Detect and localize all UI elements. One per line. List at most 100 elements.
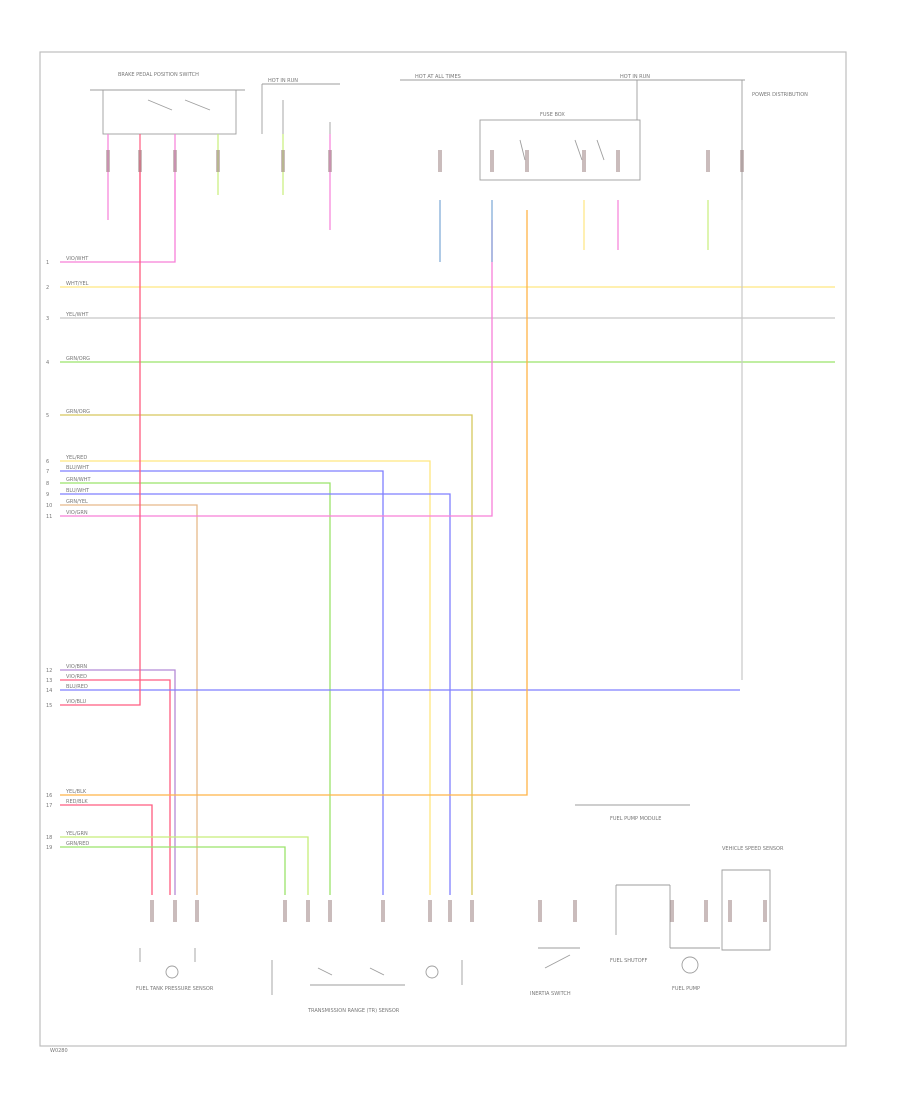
wire-label: WHT/YEL: [66, 281, 89, 287]
wire-number: 13: [46, 678, 52, 684]
brake-switch-label: BRAKE PEDAL POSITION SWITCH: [118, 72, 199, 78]
footer-code: W0280: [50, 1048, 68, 1054]
connector-pin: [470, 900, 474, 922]
connector-pin: [216, 150, 220, 172]
connector-pin: [381, 900, 385, 922]
wire-number: 4: [46, 360, 49, 366]
wire-number: 12: [46, 668, 52, 674]
wire-label: VIO/WHT: [66, 256, 89, 262]
wire-number: 17: [46, 803, 52, 809]
wire-label: GRN/WHT: [66, 477, 91, 483]
wire-label: VIO/GRN: [66, 510, 88, 516]
connector-pin: [728, 900, 732, 922]
wire-number: 9: [46, 492, 49, 498]
fuel-tank-pressure-sensor: FUEL TANK PRESSURE SENSOR: [136, 948, 214, 992]
wire-label: YEL/RED: [65, 455, 87, 461]
fuel-shutoff-label: FUEL SHUTOFF: [610, 958, 648, 964]
wire-7: [60, 470, 384, 895]
wire-8: [60, 482, 331, 895]
wire-19: [60, 846, 286, 895]
wire-12: [60, 669, 176, 895]
wire-number: 19: [46, 845, 52, 851]
connector-pin: [582, 150, 586, 172]
connector-pin: [173, 900, 177, 922]
wire-16: [60, 210, 528, 796]
wire-17: [60, 804, 153, 895]
fuel-pump-label: FUEL PUMP: [672, 986, 700, 992]
wire-label: VIO/BLU: [66, 699, 86, 705]
wire-number: 10: [46, 503, 52, 509]
wire-number: 1: [46, 260, 49, 266]
fuel-pump-module-label: FUEL PUMP MODULE: [610, 816, 661, 822]
wire-5: [60, 414, 473, 895]
wire-layer: VIO/WHT1WHT/YEL2YEL/WHT3GRN/ORG4GRN/ORG5…: [46, 134, 835, 922]
wire-label: RED/BLK: [66, 799, 88, 805]
fuel-pump-relay-note: FUEL PUMP MODULE: [575, 804, 690, 822]
hot-in-run-box-1: HOT IN RUN: [261, 78, 340, 140]
power-distribution-label: POWER DISTRIBUTION: [752, 92, 808, 98]
wire-number: 5: [46, 413, 49, 419]
wire-18: [60, 836, 309, 895]
wire-number: 18: [46, 835, 52, 841]
connector-pin: [281, 150, 285, 172]
wire-label: BLU/RED: [66, 684, 88, 690]
wire-number: 7: [46, 469, 49, 475]
wire-label: VIO/RED: [66, 674, 87, 680]
wire-number: 11: [46, 514, 52, 520]
wire-label: YEL/WHT: [65, 312, 89, 318]
connector-pin: [573, 900, 577, 922]
hot-run-1-label: HOT IN RUN: [268, 78, 298, 84]
wire-label: VIO/BRN: [66, 664, 87, 670]
connector-pin: [150, 900, 154, 922]
wire-label: GRN/ORG: [66, 356, 90, 362]
wire-label: GRN/YEL: [66, 499, 88, 505]
vss-label: VEHICLE SPEED SENSOR: [722, 846, 784, 852]
connector-pin: [438, 150, 442, 172]
wire-15: [60, 160, 141, 706]
connector-pin: [704, 900, 708, 922]
wire-13: [60, 679, 171, 895]
fuel-pump-module: FUEL SHUTOFF FUEL PUMP VEHICLE SPEED SEN…: [610, 846, 784, 992]
fuse-box-label: FUSE BOX: [540, 112, 565, 118]
inertia-switch-label: INERTIA SWITCH: [530, 991, 571, 997]
connector-pin: [763, 900, 767, 922]
wire-number: 14: [46, 688, 52, 694]
wire-6: [60, 460, 431, 895]
connector-pin: [740, 150, 744, 172]
transmission-range-sensor: TRANSMISSION RANGE (TR) SENSOR: [271, 960, 463, 1014]
wire-10: [60, 504, 198, 895]
connector-pin: [448, 900, 452, 922]
connector-pin: [138, 150, 142, 172]
connector-pin: [428, 900, 432, 922]
connector-pin: [306, 900, 310, 922]
connector-pin: [195, 900, 199, 922]
connector-pin: [106, 150, 110, 172]
wire-number: 2: [46, 285, 49, 291]
connector-pin: [328, 150, 332, 172]
wire-9: [60, 493, 451, 895]
diagram-frame: [39, 51, 847, 1047]
wire-label: BLU/WHT: [66, 488, 90, 494]
connector-pin: [283, 900, 287, 922]
fuse-box: FUSE BOX: [479, 112, 641, 181]
hot-all-times-label: HOT AT ALL TIMES: [415, 74, 461, 80]
wire-label: GRN/RED: [66, 841, 89, 847]
wire-label: GRN/ORG: [66, 409, 90, 415]
tr-sensor-label: TRANSMISSION RANGE (TR) SENSOR: [307, 1008, 400, 1014]
brake-pedal-switch: BRAKE PEDAL POSITION SWITCH: [90, 72, 245, 135]
connector-pin: [328, 900, 332, 922]
connector-pin: [490, 150, 494, 172]
wire-1: [60, 180, 176, 263]
power-distribution-box: HOT AT ALL TIMES HOT IN RUN POWER DISTRI…: [400, 74, 808, 200]
wire-number: 15: [46, 703, 52, 709]
wire-label: BLU/WHT: [66, 465, 90, 471]
wire-11: [60, 220, 493, 517]
fuel-tank-sensor-label: FUEL TANK PRESSURE SENSOR: [136, 986, 214, 992]
wire-number: 8: [46, 481, 49, 487]
wire-label: YEL/GRN: [65, 831, 88, 837]
connector-pin: [525, 150, 529, 172]
wire-label: YEL/BLK: [65, 789, 87, 795]
wire-number: 6: [46, 459, 49, 465]
connector-pin: [706, 150, 710, 172]
